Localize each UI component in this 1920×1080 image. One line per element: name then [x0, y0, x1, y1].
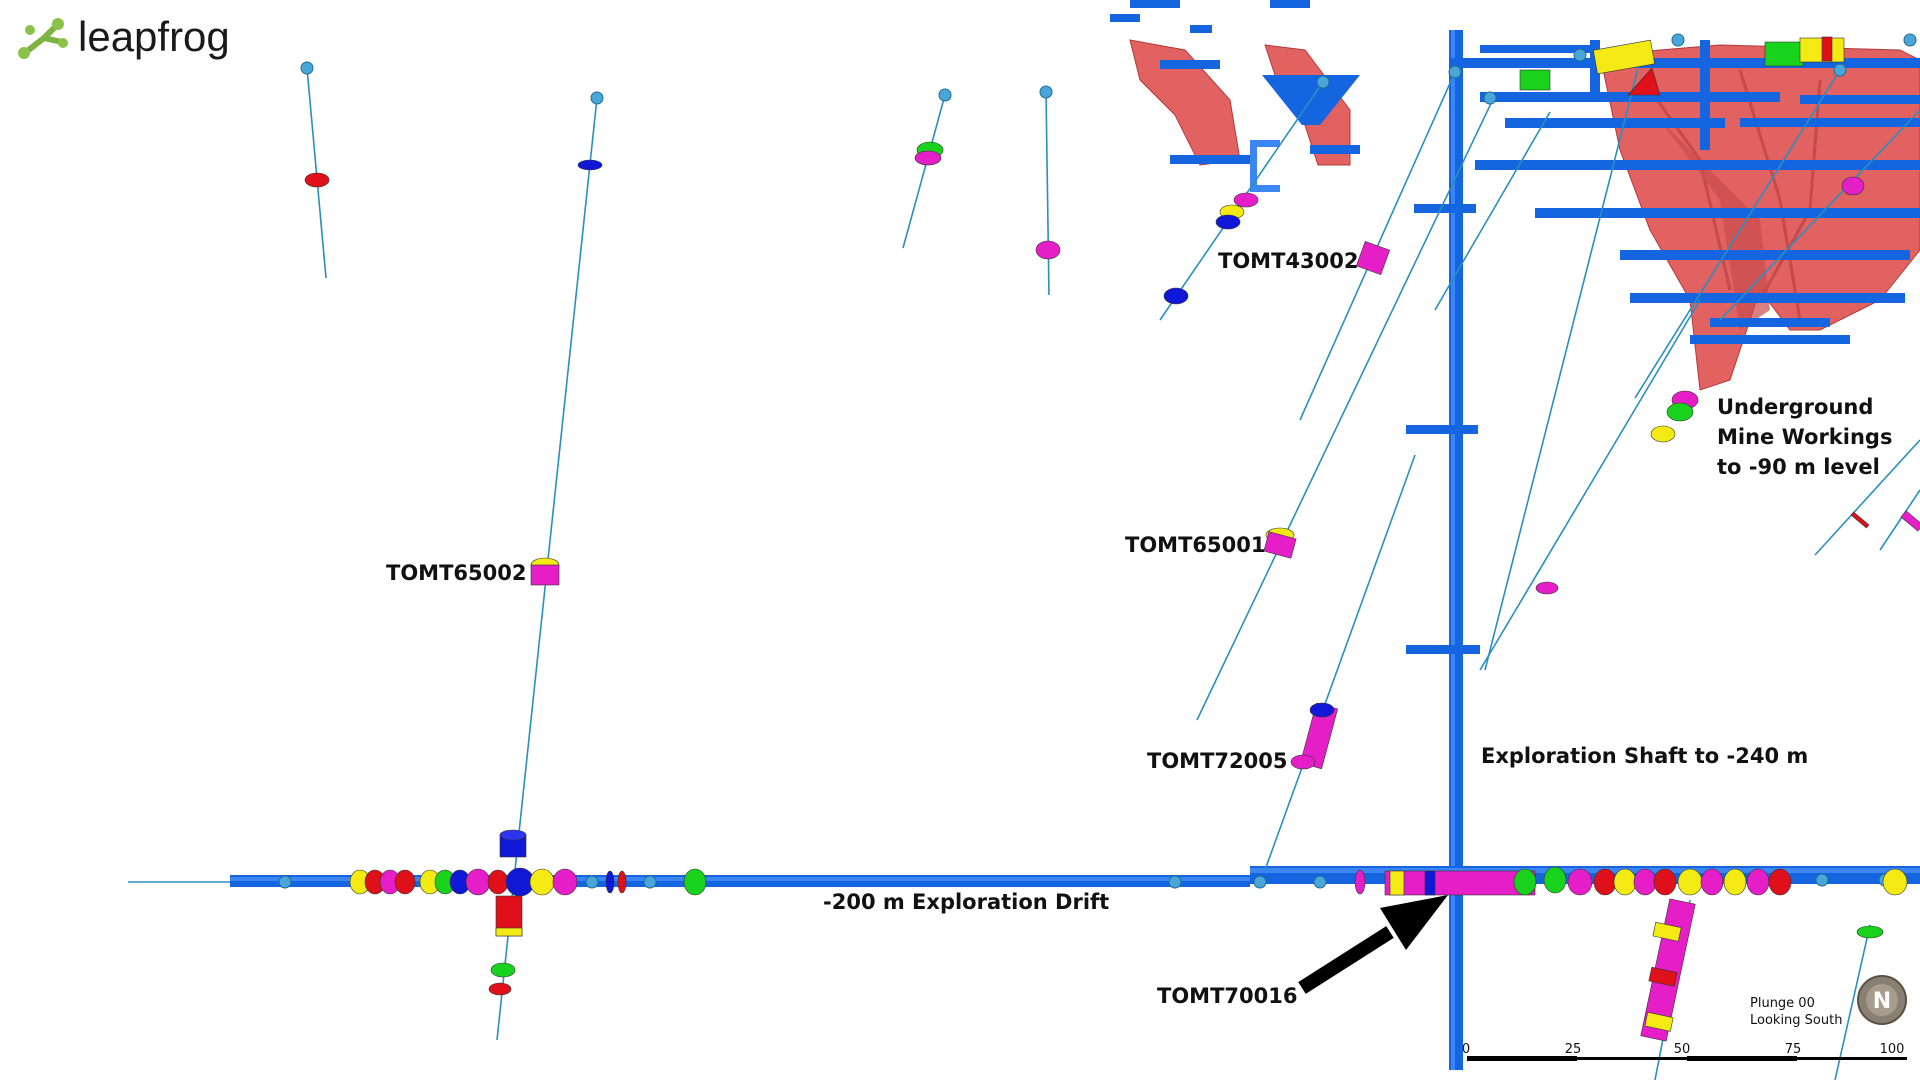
leapfrog-logo: leapfrog [18, 13, 230, 60]
looking-text: Looking South [1750, 1013, 1842, 1028]
feature-labels: Underground Mine Workings to -90 m level… [823, 395, 1892, 914]
north-compass-icon: N [1857, 975, 1907, 1025]
scale-tick-0: 0 [1462, 1042, 1470, 1057]
label-exploration-drift: -200 m Exploration Drift [823, 890, 1109, 914]
label-workings-line-3: to -90 m level [1717, 455, 1880, 479]
label-workings-line-1: Underground [1717, 395, 1873, 419]
drift-intercepts [349, 866, 1908, 897]
scale-tick-25: 25 [1565, 1042, 1582, 1057]
frog-logo-icon [18, 18, 68, 59]
label-exploration-shaft: Exploration Shaft to -240 m [1481, 744, 1808, 768]
label-tomt70016: TOMT70016 [1157, 984, 1297, 1008]
label-workings-line-2: Mine Workings [1717, 425, 1892, 449]
shaft-level-stations [1406, 204, 1480, 654]
scale-bar: 0 25 50 75 100 [1462, 1042, 1907, 1061]
label-tomt43002: TOMT43002 [1218, 249, 1358, 273]
scale-tick-100: 100 [1880, 1042, 1905, 1057]
drill-hole-labels: TOMT65002 TOMT43002 TOMT65001 TOMT72005 … [386, 249, 1358, 1008]
assay-intercepts [304, 36, 1920, 1042]
tomt70016-arrow [1298, 895, 1448, 994]
scale-tick-75: 75 [1785, 1042, 1802, 1057]
exploration-shaft [1449, 30, 1463, 1070]
logo-text: leapfrog [78, 13, 230, 60]
view-orientation: Plunge 00 Looking South N [1750, 975, 1907, 1028]
scale-tick-50: 50 [1674, 1042, 1691, 1057]
label-tomt65002: TOMT65002 [386, 561, 526, 585]
label-tomt65001: TOMT65001 [1125, 533, 1265, 557]
label-tomt72005: TOMT72005 [1147, 749, 1287, 773]
north-letter: N [1873, 989, 1891, 1014]
plunge-text: Plunge 00 [1750, 996, 1815, 1011]
